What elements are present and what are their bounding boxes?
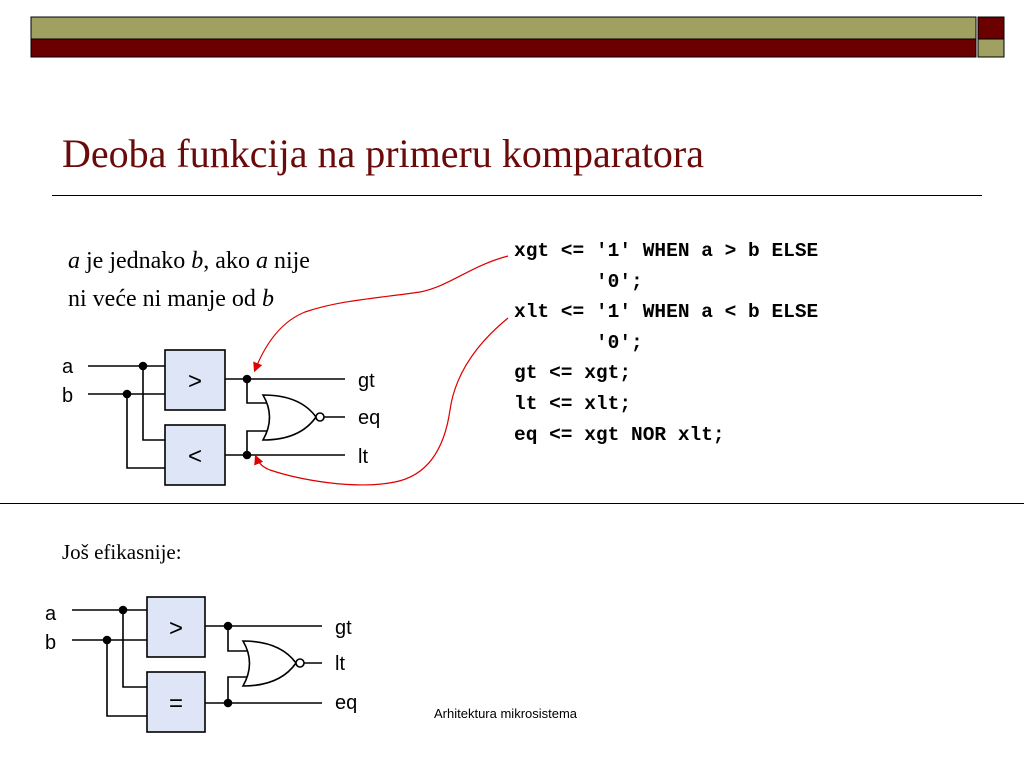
code-line: eq <= xgt NOR xlt; (514, 423, 725, 446)
wire (126, 394, 165, 469)
code-line: xlt <= '1' WHEN a < b ELSE (514, 301, 819, 324)
junction-dot (242, 450, 252, 460)
output-label-eq: eq (335, 692, 357, 714)
wire (246, 379, 270, 404)
desc-var-b: b (191, 248, 204, 274)
subheading: Još efikasnije: (62, 540, 182, 564)
code-line: xgt <= '1' WHEN a > b ELSE (514, 240, 819, 262)
nor-gate (261, 394, 317, 441)
footer-text: Arhitektura mikrosistema (434, 706, 578, 721)
block-label-lt: < (188, 443, 202, 470)
annotation-arrow-xlt (254, 317, 509, 486)
junction-dot (223, 621, 233, 631)
junction-dot (118, 605, 128, 615)
wire (106, 640, 147, 717)
desc-text-1: je jednako (80, 248, 192, 274)
input-label-a: a (62, 356, 74, 378)
greater-than-block (146, 596, 206, 658)
annotation-arrow-xgt (253, 255, 509, 373)
top-decorative-bar (30, 16, 1005, 58)
nor-bubble (295, 658, 305, 668)
desc-text-2: , ako (203, 248, 256, 274)
greater-than-block (164, 349, 226, 411)
comparator-diagram-2: a b > = gt lt eq (45, 596, 357, 733)
output-label-lt: lt (358, 446, 368, 468)
desc-text-3: nije (267, 248, 310, 274)
output-label-gt: gt (358, 370, 375, 392)
title-underline (52, 195, 982, 196)
code-line: lt <= xlt; (514, 392, 632, 415)
slide-title: Deoba funkcija na primeru komparatora (62, 131, 704, 176)
desc-var-a: a (68, 248, 80, 274)
input-label-a: a (45, 603, 57, 625)
vhdl-code-block: xgt <= '1' WHEN a > b ELSE '0'; xlt <= '… (514, 236, 818, 450)
code-line: '0'; (514, 270, 643, 293)
junction-dot (122, 389, 132, 399)
output-label-gt: gt (335, 617, 352, 639)
bar-dark (30, 38, 977, 58)
nor-bubble (315, 412, 325, 422)
input-label-b: b (45, 632, 56, 654)
wire (227, 676, 250, 703)
description-text: a je jednako b, ako a nije ni veće ni ma… (68, 242, 428, 318)
wire (246, 430, 270, 455)
desc-var-b2: b (261, 286, 274, 312)
code-line: '0'; (514, 331, 643, 354)
input-label-b: b (62, 385, 73, 407)
section-separator (0, 503, 1024, 504)
equal-block (146, 671, 206, 733)
less-than-block (164, 424, 226, 486)
corner-square-olive (977, 38, 1005, 58)
desc-text-4: ni veće ni manje od (68, 286, 262, 312)
comparator-diagram-1: a b > < gt eq lt (62, 349, 380, 486)
wire (142, 366, 165, 441)
code-line: gt <= xgt; (514, 362, 632, 385)
wire (227, 626, 250, 652)
block-label-eq: = (169, 690, 183, 717)
nor-gate (241, 640, 297, 687)
junction-dot (242, 374, 252, 384)
block-label-gt: > (169, 615, 183, 642)
junction-dot (138, 361, 148, 371)
block-label-gt: > (188, 368, 202, 395)
desc-var-a2: a (255, 248, 268, 274)
junction-dot (223, 698, 233, 708)
output-label-lt: lt (335, 653, 345, 675)
wire (122, 610, 147, 688)
junction-dot (102, 635, 112, 645)
output-label-eq: eq (358, 407, 380, 429)
